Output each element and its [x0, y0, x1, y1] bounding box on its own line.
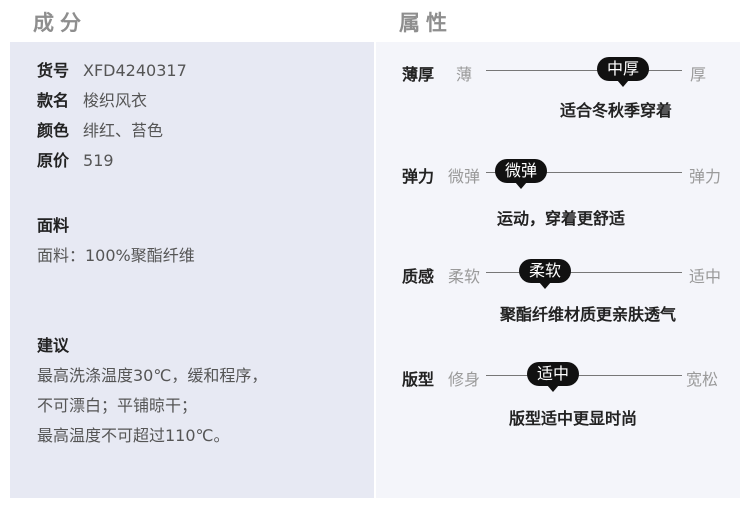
composition-header: 成分: [33, 11, 87, 35]
scale-right-label: 适中: [689, 267, 722, 286]
scale-track: [486, 272, 682, 273]
attribute-label: 弹力: [402, 167, 435, 186]
product-name-label: 款名: [37, 91, 70, 110]
scale-track: [486, 70, 682, 71]
product-color-value: 绯红、苔色: [83, 121, 164, 140]
attribute-description: 聚酯纤维材质更亲肤透气: [500, 305, 677, 324]
advice-line: 最高洗涤温度30℃，缓和程序，: [37, 366, 268, 385]
product-name-row: 款名梭织风衣: [37, 91, 147, 111]
selected-pill: 适中: [527, 362, 580, 392]
scale-right-label: 厚: [690, 65, 707, 84]
product-price-row: 原价 519: [37, 151, 114, 171]
scale-right-label: 弹力: [689, 167, 722, 186]
scale-track: [486, 172, 682, 173]
advice-title: 建议: [37, 336, 70, 355]
fabric-title: 面料: [37, 216, 70, 235]
product-name-value: 梭织风衣: [83, 91, 148, 110]
scale-right-label: 宽松: [686, 370, 719, 389]
scale-left-label: 微弹: [448, 167, 481, 186]
product-code-row: 货号 XFD4240317: [37, 61, 187, 81]
scale-track: [486, 375, 682, 376]
selected-pill: 微弹: [495, 159, 548, 189]
product-code-label: 货号: [37, 61, 70, 80]
scale-left-label: 修身: [448, 370, 481, 389]
attribute-description: 适合冬秋季穿着: [560, 101, 673, 120]
product-color-label: 颜色: [37, 121, 70, 140]
product-price-value: 519: [83, 151, 114, 170]
product-color-row: 颜色绯红、苔色: [37, 121, 163, 141]
attribute-description: 版型适中更显时尚: [509, 409, 638, 428]
product-code-value: XFD4240317: [83, 61, 187, 80]
fabric-text: 面料：100%聚酯纤维: [37, 246, 195, 265]
advice-line: 不可漂白；平铺晾干；: [37, 396, 198, 415]
advice-line: 最高温度不可超过110℃。: [37, 426, 230, 445]
selected-pill: 柔软: [519, 259, 572, 289]
attribute-label: 薄厚: [402, 65, 435, 84]
product-price-label: 原价: [37, 151, 70, 170]
selected-pill: 中厚: [597, 57, 650, 87]
attribute-label: 质感: [402, 267, 435, 286]
attribute-label: 版型: [402, 370, 435, 389]
attribute-description: 运动，穿着更舒适: [497, 209, 626, 228]
composition-panel: [10, 42, 374, 498]
scale-left-label: 薄: [456, 65, 473, 84]
bottom-strip: [10, 498, 740, 514]
scale-left-label: 柔软: [448, 267, 481, 286]
attributes-header: 属性: [399, 11, 453, 35]
